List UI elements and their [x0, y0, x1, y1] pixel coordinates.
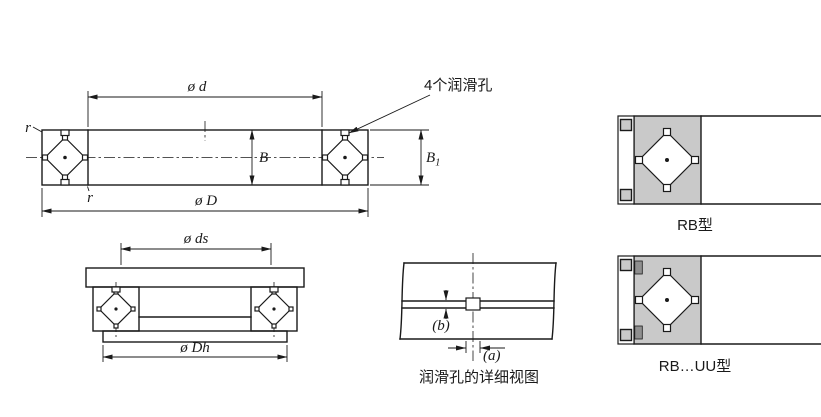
roller-center-dot — [665, 298, 669, 302]
cage-notch — [690, 295, 700, 305]
cage-notch — [321, 154, 329, 161]
leader-line-lube-holes — [348, 94, 431, 134]
cage-notch — [361, 154, 369, 161]
dim-label-width-B: B — [259, 150, 268, 166]
rb-type-view: RB型 — [617, 115, 821, 234]
retainer-square-top — [619, 118, 633, 132]
dim-label-housing-seat: ø Dh — [179, 340, 210, 356]
cage-notch — [41, 154, 49, 161]
rb-type-label: RB型 — [677, 217, 713, 234]
b1-subscript: 1 — [435, 158, 440, 169]
cage-notch — [634, 155, 644, 165]
inner-ring-strip — [617, 255, 635, 345]
cage-notch — [662, 323, 672, 333]
retainer-square-bottom — [619, 328, 633, 342]
lube-hole-notch — [340, 178, 350, 186]
cage-notch — [690, 155, 700, 165]
seal-mark-bottom — [634, 325, 643, 340]
inner-ring-plate — [85, 267, 305, 288]
dim-label-outer-diameter: ø D — [194, 193, 217, 209]
cage-notch — [662, 183, 672, 193]
dim-label-a: (a) — [483, 348, 501, 364]
b1-base: B — [426, 150, 435, 166]
inner-ring-strip — [617, 115, 635, 205]
dim-label-inner-diameter: ø d — [187, 79, 207, 95]
cage-notch — [271, 323, 277, 329]
lube-hole-notch — [60, 178, 70, 186]
fillet-label-r-top: r — [25, 120, 31, 136]
cage-notch — [81, 154, 89, 161]
cage-notch — [130, 306, 136, 312]
housing-plate — [102, 330, 288, 343]
rb-uu-type-label: RB…UU型 — [659, 358, 732, 375]
rb-uu-type-view: RB…UU型 — [617, 255, 821, 375]
lube-hole-notch — [340, 129, 350, 137]
lube-hole-rect — [465, 297, 481, 311]
dim-label-width-B1: B1 — [426, 150, 440, 169]
cage-notch — [634, 295, 644, 305]
fillet-label-r-bottom: r — [87, 190, 93, 206]
cage-notch — [288, 306, 294, 312]
cage-notch — [254, 306, 260, 312]
roller-center-dot — [343, 155, 347, 160]
roller-center-dot — [114, 307, 118, 311]
lube-hole-notch — [269, 286, 279, 293]
retainer-square-top — [619, 258, 633, 272]
mounting-section-view: ø ds ø Dh — [85, 231, 305, 362]
dim-label-b: (b) — [432, 318, 450, 334]
leader-line — [87, 186, 90, 192]
seal-mark-top — [634, 260, 643, 275]
roller-center-dot — [272, 307, 276, 311]
cage-notch — [662, 127, 672, 137]
detail-caption: 润滑孔的详细视图 — [419, 369, 539, 386]
leader-line — [32, 126, 43, 133]
roller-center-dot — [665, 158, 669, 162]
lube-hole-notch — [111, 286, 121, 293]
lube-hole-notch — [60, 129, 70, 137]
dim-label-shaft-seat: ø ds — [183, 231, 209, 247]
main-section-view: ø d ø D B B1 r r 4个润滑孔 — [25, 77, 492, 217]
retainer-square-bottom — [619, 188, 633, 202]
cage-notch — [662, 267, 672, 277]
roller-center-dot — [63, 155, 67, 160]
lube-holes-label: 4个润滑孔 — [424, 77, 492, 94]
cage-notch — [96, 306, 102, 312]
lube-hole-detail-view: (b) (a) 润滑孔的详细视图 — [399, 253, 557, 386]
cage-notch — [113, 323, 119, 329]
